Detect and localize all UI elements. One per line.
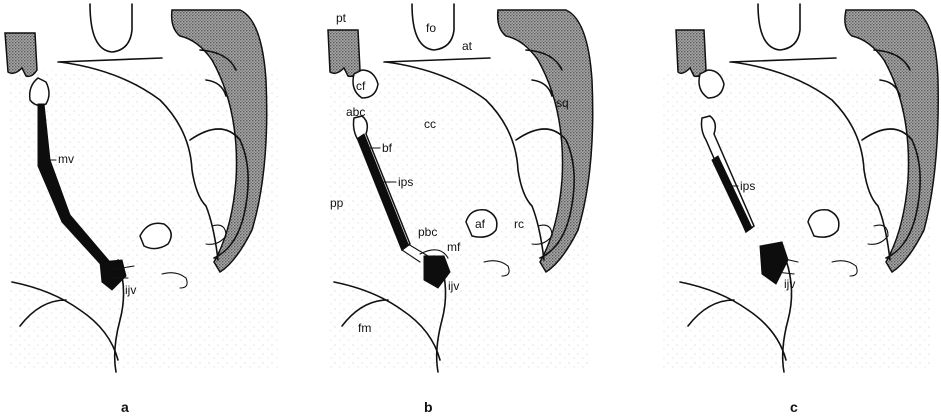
caption-a: a [121,399,129,415]
label-b-fo: fo [426,21,436,35]
label-b-pp: pp [330,196,344,210]
upper-contour [730,58,836,62]
petrous-tip [5,33,37,76]
background-stipple [660,70,930,370]
label-b-ips: ips [398,175,413,189]
label-b-mf: mf [447,240,461,254]
label-b-rc: rc [514,217,524,231]
label-b-pt: pt [336,11,347,25]
petrous-tip [676,30,706,76]
label-b-ijv: ijv [448,279,459,293]
caption-b: b [424,399,433,415]
label-c-ijv: ijv [784,277,795,291]
foramen-ovale-outline [90,4,132,52]
label-b-af: af [475,217,486,231]
label-b-bf: bf [382,141,393,155]
upper-contour [384,58,490,62]
label-b-cf: cf [356,79,366,93]
panel-c [660,4,938,372]
label-c-ips: ips [740,179,755,193]
label-b-fm: fm [358,321,371,335]
label-b-pbc: pbc [418,225,437,239]
panel-b [328,4,593,372]
label-b-at: at [462,39,473,53]
label-b-sq: sq [556,96,569,110]
caption-c: c [790,399,798,415]
panel-a [5,4,278,372]
accessory-foramen [808,210,839,237]
upper-contour [58,58,162,62]
label-a-mv: mv [58,152,74,166]
label-b-abc: abc [346,105,365,119]
foramen-ovale-outline [758,4,800,50]
label-b-cc: cc [424,117,436,131]
petrous-tip [328,30,360,76]
label-a-ijv: ijv [125,283,136,297]
